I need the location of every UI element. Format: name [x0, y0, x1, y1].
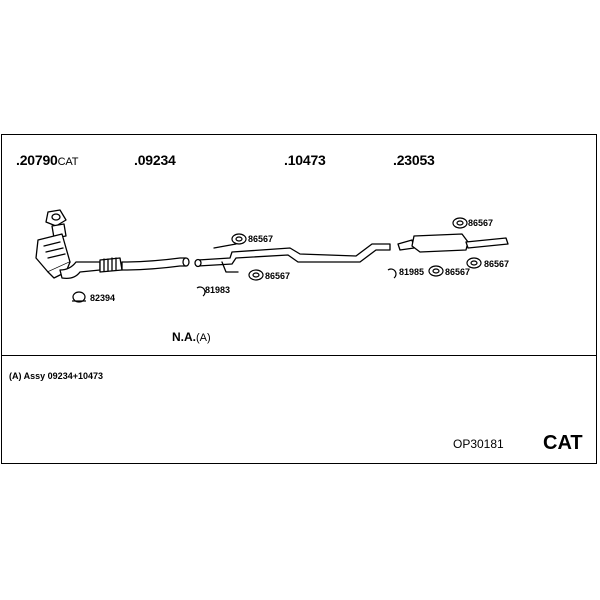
fitting-label: 82394 [90, 293, 116, 303]
part-number-catalyst: .20790CAT [16, 152, 79, 168]
catalytic-converter-icon [35, 209, 101, 280]
part-number-front-pipe: .09234 [134, 152, 176, 168]
fitting-label: 86567 [445, 267, 471, 277]
fitting-label: 81985 [399, 267, 425, 277]
rubber-mount-icon [466, 257, 482, 269]
assembly-note: (A) Assy 09234+10473 [9, 371, 103, 381]
front-pipe-icon [121, 257, 187, 271]
section-divider [1, 355, 597, 356]
bracket-icon [213, 243, 239, 273]
flex-pipe-icon [99, 257, 123, 273]
diagram-frame [1, 134, 597, 464]
fitting-label: 86567 [265, 271, 291, 281]
fitting-label: 86567 [484, 259, 510, 269]
fitting-label: 81983 [205, 285, 231, 295]
part-number-rear-silencer: .23053 [393, 152, 435, 168]
kit-type: CAT [543, 432, 583, 454]
clamp-icon [72, 291, 86, 303]
fitting-label: 86567 [468, 218, 494, 228]
middle-pipe-icon [197, 243, 391, 267]
rubber-mount-icon [248, 269, 264, 281]
kit-number: OP30181 [453, 437, 504, 451]
fitting-label: 86567 [248, 234, 274, 244]
rear-silencer-icon [397, 233, 509, 253]
clamp-icon [196, 286, 206, 297]
rubber-mount-icon [428, 265, 444, 277]
clamp-icon [387, 268, 397, 279]
rubber-mount-icon [231, 233, 247, 245]
rubber-mount-icon [452, 217, 468, 229]
part-number-middle-pipe: .10473 [284, 152, 326, 168]
not-available-note: N.A.(A) [172, 330, 211, 344]
